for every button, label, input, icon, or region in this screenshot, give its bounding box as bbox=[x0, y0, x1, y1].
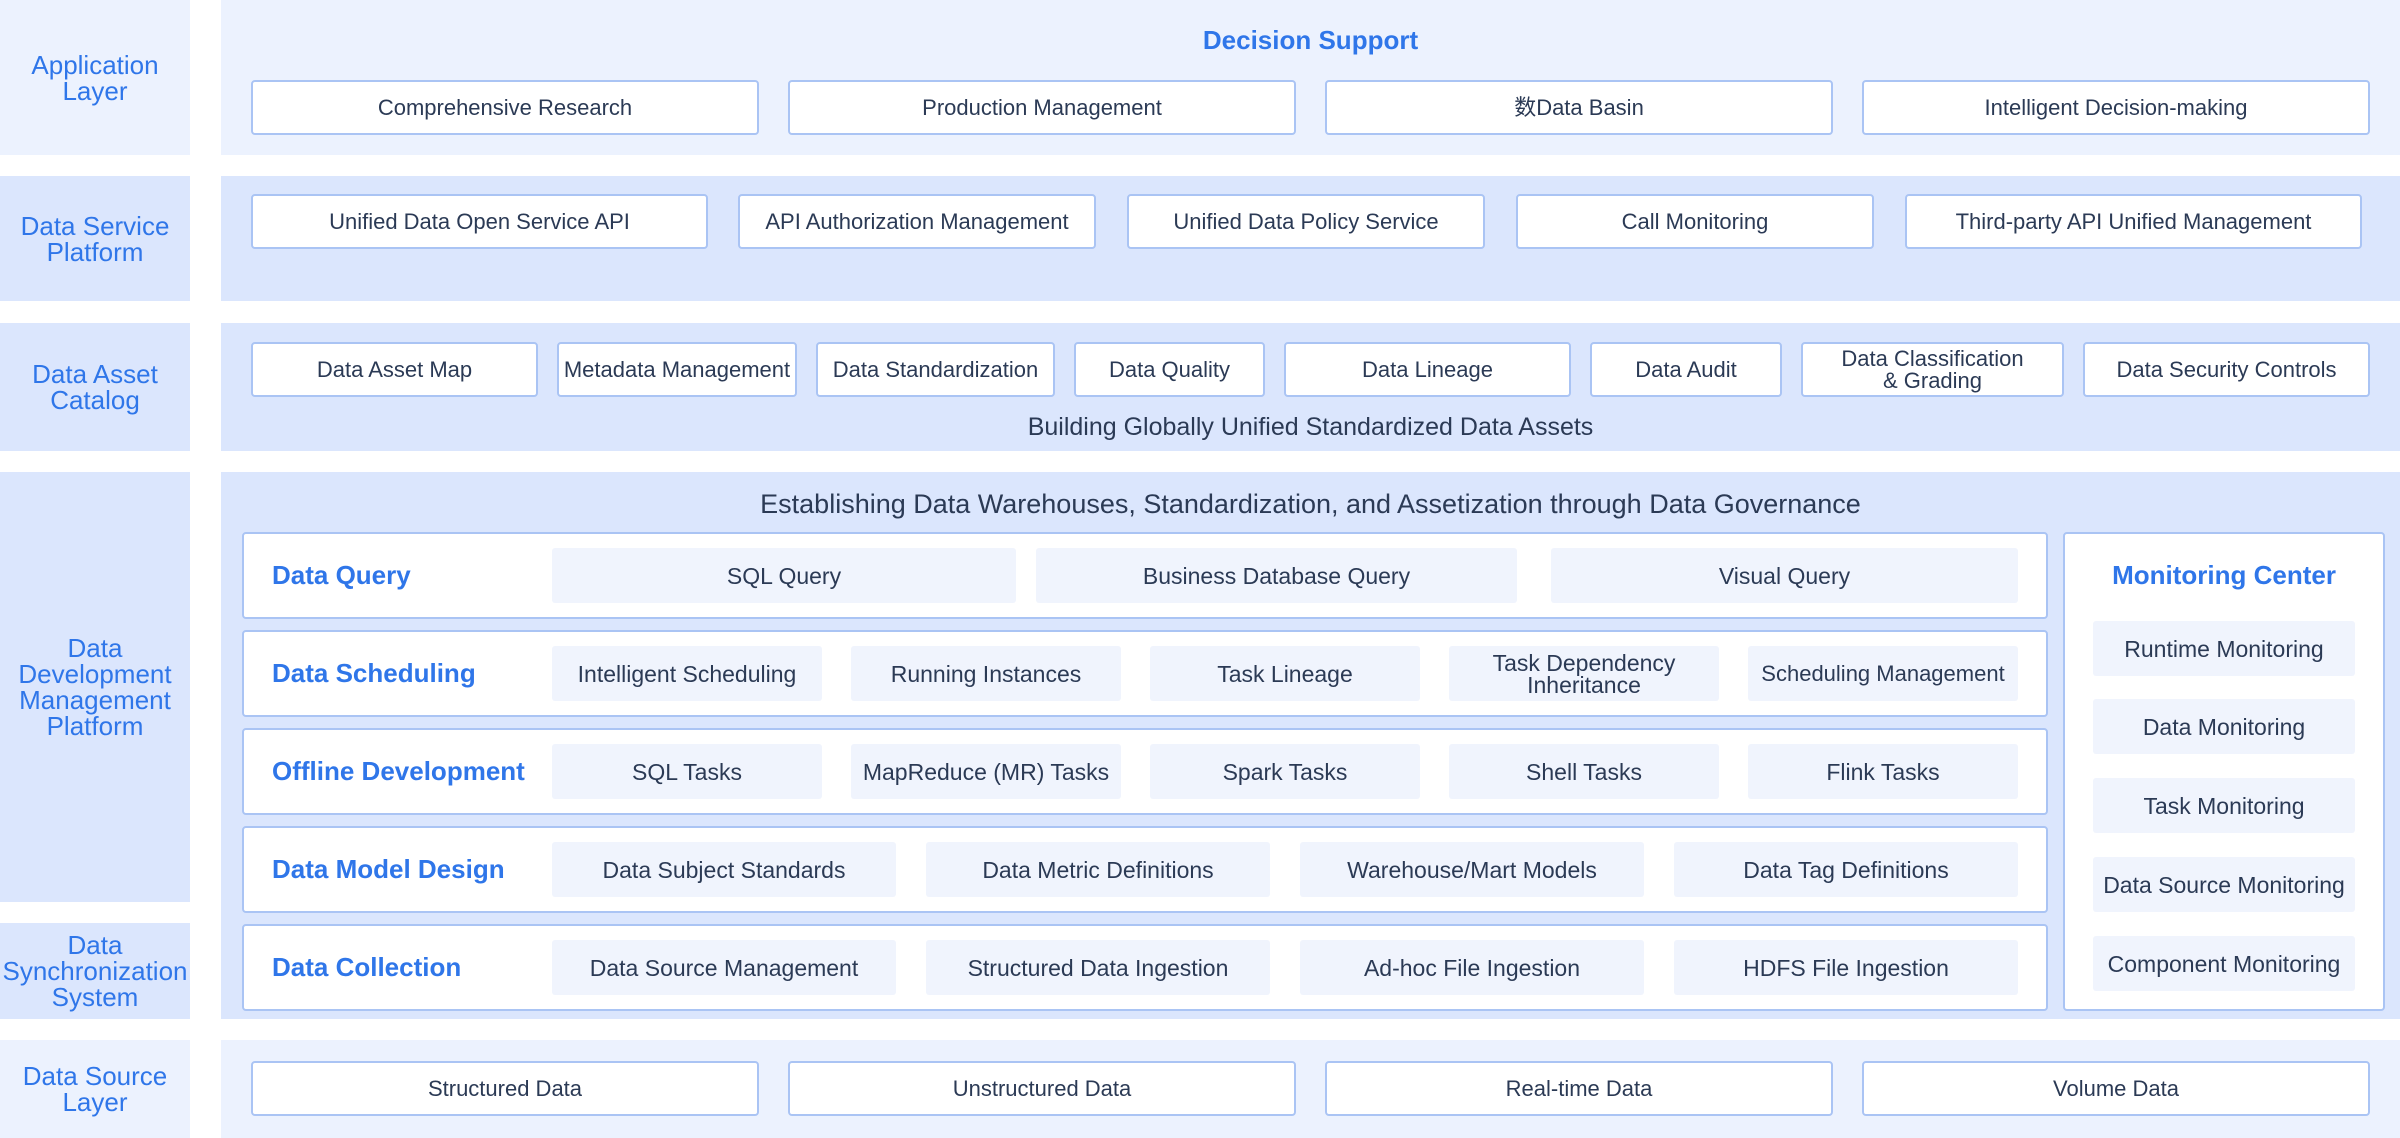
asset-item-standardization: Data Standardization bbox=[816, 342, 1055, 397]
chip-sql-query: SQL Query bbox=[552, 548, 1016, 603]
source-item-structured: Structured Data bbox=[251, 1061, 759, 1116]
mon-component-monitoring: Component Monitoring bbox=[2093, 936, 2355, 991]
row-title-data-collection: Data Collection bbox=[272, 952, 462, 982]
mon-runtime-monitoring: Runtime Monitoring bbox=[2093, 621, 2355, 676]
chip-warehouse-mart-models: Warehouse/Mart Models bbox=[1300, 842, 1644, 897]
chip-spark-tasks: Spark Tasks bbox=[1150, 744, 1420, 799]
service-item-third-party-api: Third-party API Unified Management bbox=[1905, 194, 2362, 249]
row-title-offline-development: Offline Development bbox=[272, 756, 525, 786]
mon-data-monitoring: Data Monitoring bbox=[2093, 699, 2355, 754]
chip-flink-tasks: Flink Tasks bbox=[1748, 744, 2018, 799]
mon-task-monitoring: Task Monitoring bbox=[2093, 778, 2355, 833]
chip-data-source-management: Data Source Management bbox=[552, 940, 896, 995]
source-item-volume: Volume Data bbox=[1862, 1061, 2370, 1116]
chip-hdfs-file-ingestion: HDFS File Ingestion bbox=[1674, 940, 2018, 995]
monitoring-center-panel bbox=[2063, 532, 2385, 1011]
mon-data-source-monitoring: Data Source Monitoring bbox=[2093, 857, 2355, 912]
service-item-api-authorization: API Authorization Management bbox=[738, 194, 1096, 249]
asset-item-asset-map: Data Asset Map bbox=[251, 342, 538, 397]
service-item-policy-service: Unified Data Policy Service bbox=[1127, 194, 1485, 249]
source-item-unstructured: Unstructured Data bbox=[788, 1061, 1296, 1116]
chip-task-lineage: Task Lineage bbox=[1150, 646, 1420, 701]
asset-item-classification: Data Classification & Grading bbox=[1801, 342, 2064, 397]
app-item-comprehensive-research: Comprehensive Research bbox=[251, 80, 759, 135]
application-title: Decision Support bbox=[1202, 24, 1419, 55]
asset-item-security: Data Security Controls bbox=[2083, 342, 2370, 397]
side-label-service: Data Service Platform bbox=[0, 176, 190, 301]
chip-adhoc-file-ingestion: Ad-hoc File Ingestion bbox=[1300, 940, 1644, 995]
development-title: Establishing Data Warehouses, Standardiz… bbox=[760, 488, 1861, 519]
asset-item-audit: Data Audit bbox=[1590, 342, 1782, 397]
side-label-sync: Data Synchronization System bbox=[0, 923, 190, 1019]
chip-task-dependency: Task Dependency Inheritance bbox=[1449, 646, 1719, 701]
app-item-data-basin: 数Data Basin bbox=[1325, 80, 1833, 135]
chip-data-tag-definitions: Data Tag Definitions bbox=[1674, 842, 2018, 897]
chip-sql-tasks: SQL Tasks bbox=[552, 744, 822, 799]
chip-structured-data-ingestion: Structured Data Ingestion bbox=[926, 940, 1270, 995]
monitoring-center-title: Monitoring Center bbox=[2112, 560, 2336, 590]
app-item-intelligent-decision: Intelligent Decision-making bbox=[1862, 80, 2370, 135]
row-title-data-scheduling: Data Scheduling bbox=[272, 658, 476, 688]
side-label-asset: Data Asset Catalog bbox=[0, 323, 190, 451]
chip-shell-tasks: Shell Tasks bbox=[1449, 744, 1719, 799]
service-item-open-api: Unified Data Open Service API bbox=[251, 194, 708, 249]
app-item-production-management: Production Management bbox=[788, 80, 1296, 135]
chip-visual-query: Visual Query bbox=[1551, 548, 2018, 603]
side-label-source: Data Source Layer bbox=[0, 1040, 190, 1138]
chip-mapreduce-tasks: MapReduce (MR) Tasks bbox=[851, 744, 1121, 799]
row-title-data-query: Data Query bbox=[272, 560, 411, 590]
service-item-call-monitoring: Call Monitoring bbox=[1516, 194, 1874, 249]
row-data-scheduling bbox=[242, 630, 2048, 717]
source-item-realtime: Real-time Data bbox=[1325, 1061, 1833, 1116]
chip-data-metric-definitions: Data Metric Definitions bbox=[926, 842, 1270, 897]
side-label-application: Application Layer bbox=[0, 0, 190, 155]
asset-item-lineage: Data Lineage bbox=[1284, 342, 1571, 397]
chip-running-instances: Running Instances bbox=[851, 646, 1121, 701]
chip-business-db-query: Business Database Query bbox=[1036, 548, 1517, 603]
row-offline-development bbox=[242, 728, 2048, 815]
side-label-development: Data Development Management Platform bbox=[0, 472, 190, 902]
chip-intelligent-scheduling: Intelligent Scheduling bbox=[552, 646, 822, 701]
asset-item-metadata: Metadata Management bbox=[557, 342, 797, 397]
asset-footer: Building Globally Unified Standardized D… bbox=[1027, 412, 1594, 441]
asset-item-quality: Data Quality bbox=[1074, 342, 1265, 397]
chip-data-subject-standards: Data Subject Standards bbox=[552, 842, 896, 897]
row-title-data-model-design: Data Model Design bbox=[272, 854, 505, 884]
chip-scheduling-management: Scheduling Management bbox=[1748, 646, 2018, 701]
